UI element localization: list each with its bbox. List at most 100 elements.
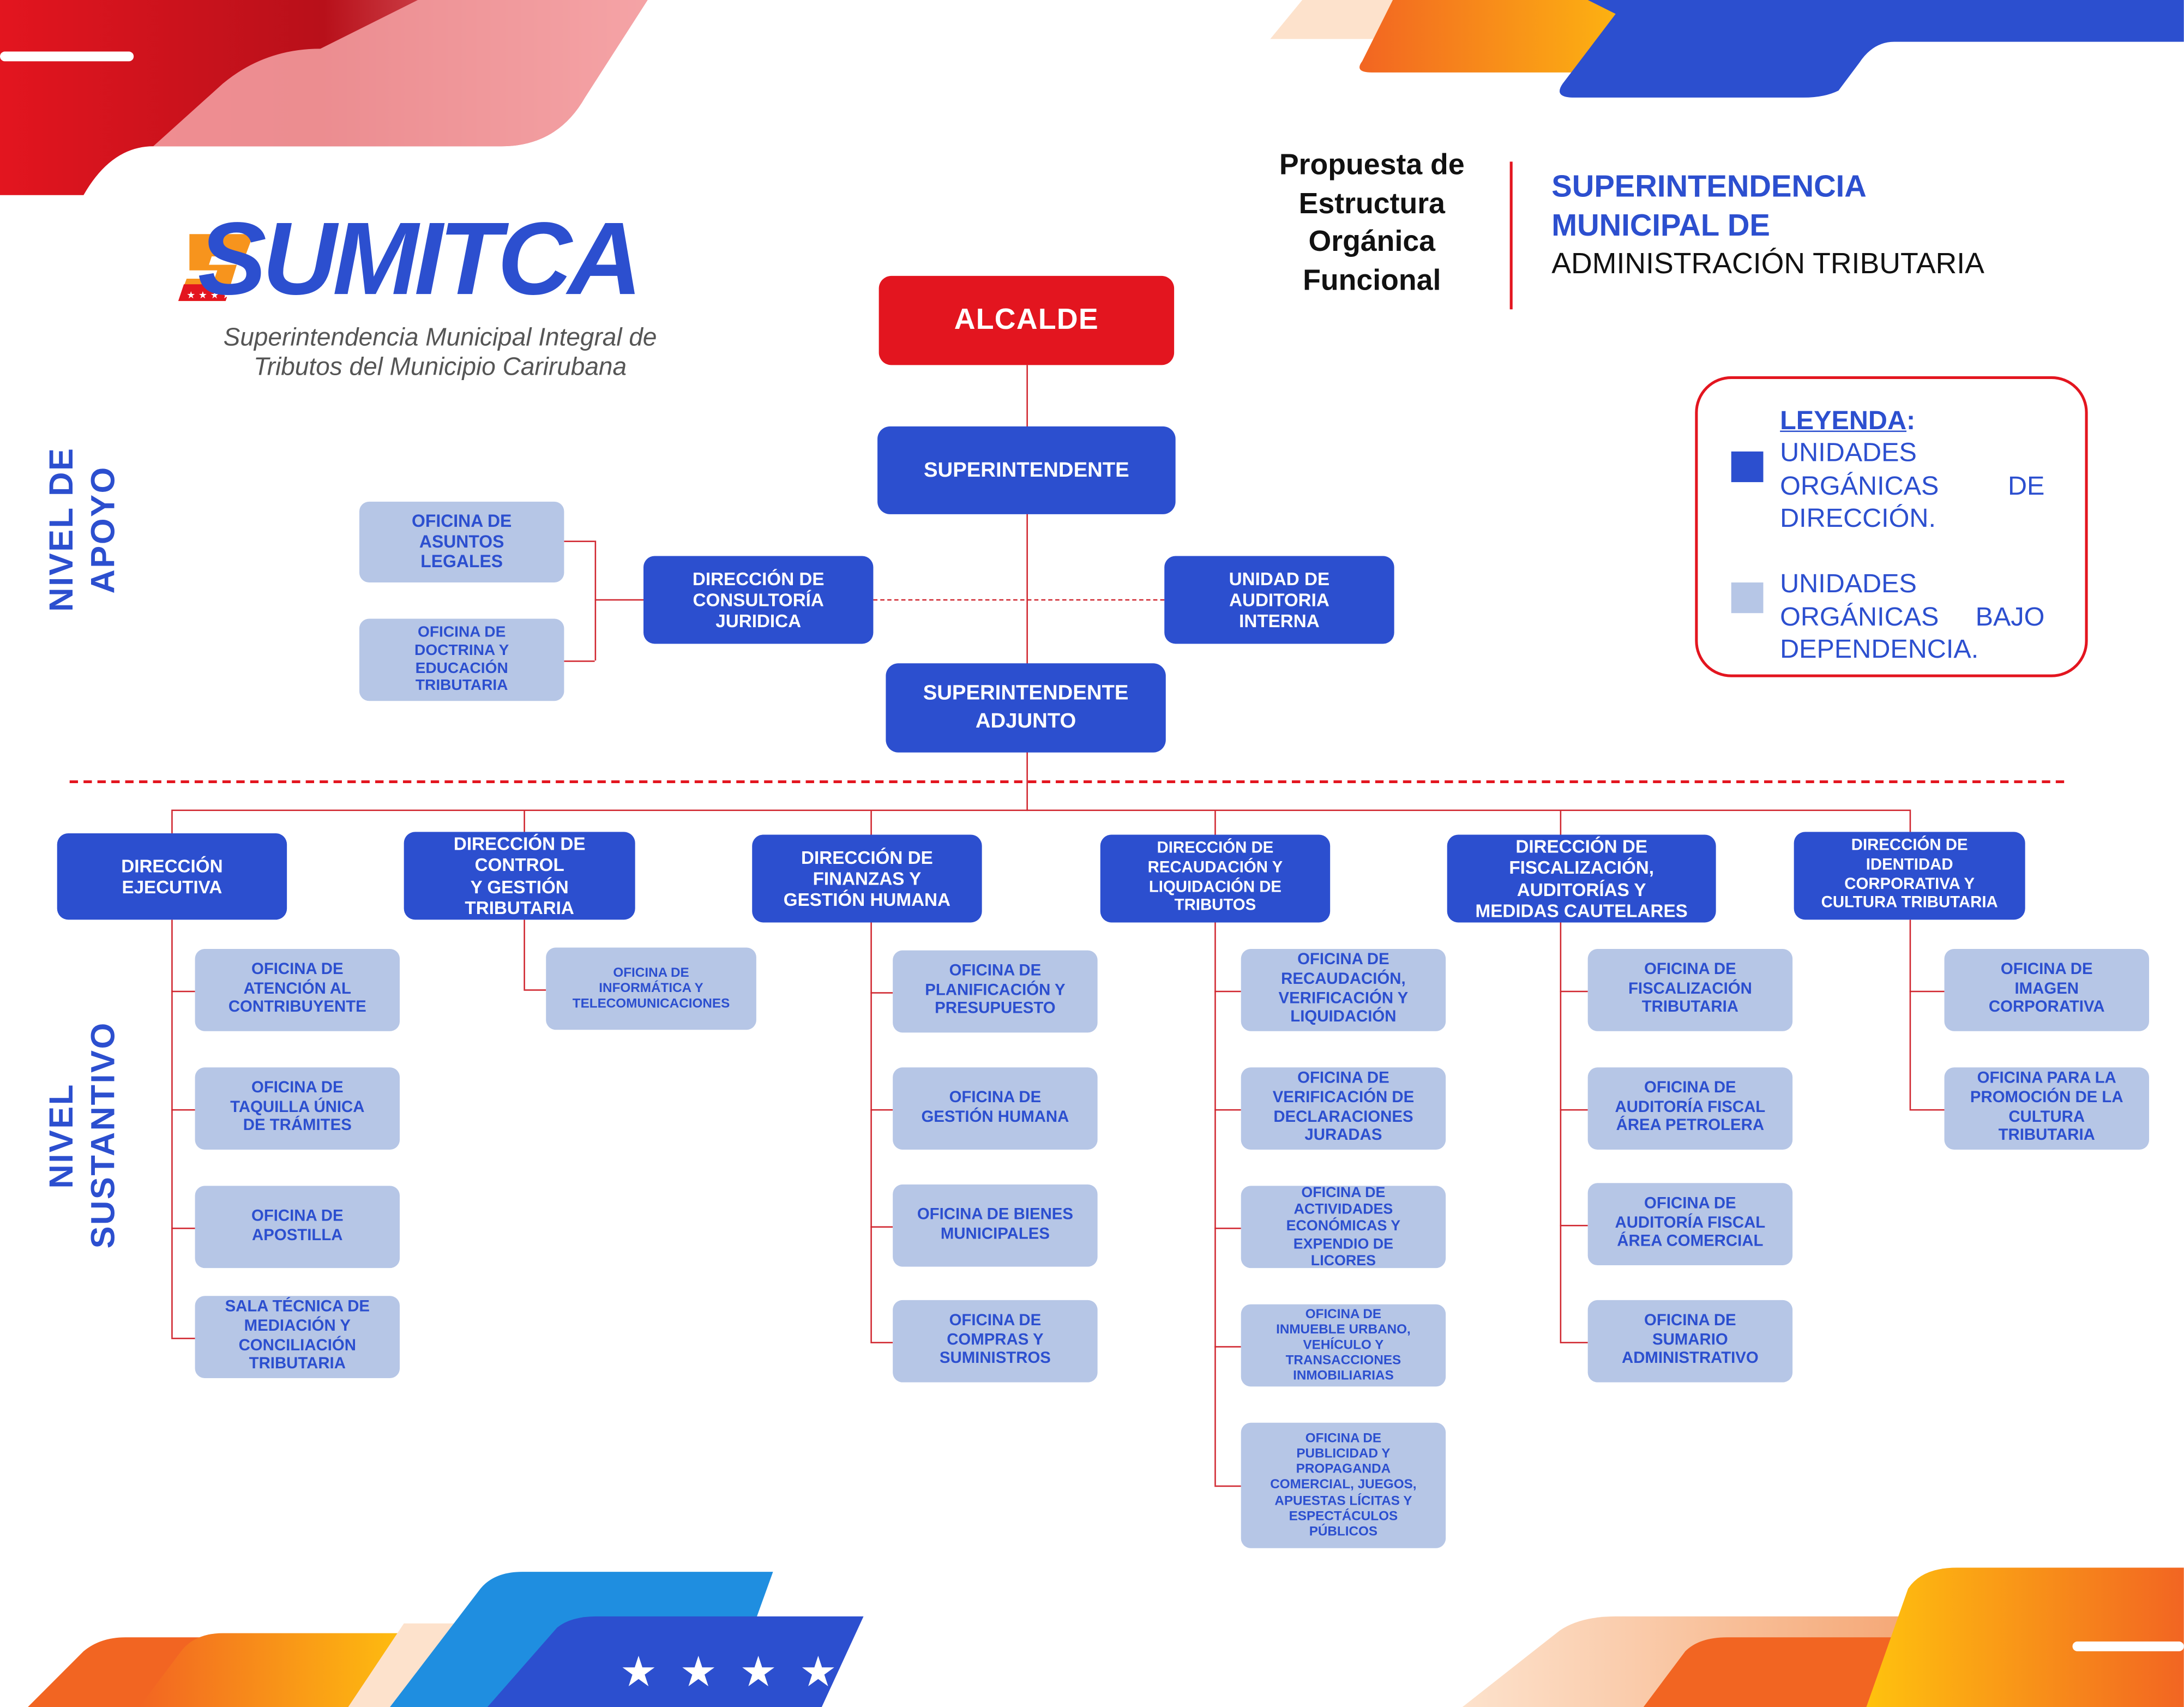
box-oficina: OFICINA DE APOSTILLA xyxy=(195,1186,400,1269)
connector-line xyxy=(1560,990,1588,991)
logo-wordmark: SUMITCA xyxy=(197,200,642,317)
box-oficina: OFICINA DE INFORMÁTICA Y TELECOMUNICACIO… xyxy=(546,947,756,1030)
connector-line xyxy=(1560,1108,1588,1110)
org-name-line3: ADMINISTRACIÓN TRIBUTARIA xyxy=(1551,248,1984,280)
box-oficina: OFICINA DE SUMARIO ADMINISTRATIVO xyxy=(1587,1300,1793,1383)
level-separator xyxy=(69,780,2065,783)
star-icon: ★ xyxy=(799,1648,837,1697)
box-direccion: DIRECCIÓN DE IDENTIDAD CORPORATIVA Y CUL… xyxy=(1794,832,2025,920)
box-oficina: OFICINA DE TAQUILLA ÚNICA DE TRÁMITES xyxy=(195,1067,400,1150)
box-oficina: OFICINA DE AUDITORÍA FISCAL ÁREA COMERCI… xyxy=(1587,1183,1793,1266)
logo-subtitle-1: Superintendencia Municipal Integral de xyxy=(223,323,657,351)
connector-line xyxy=(171,919,173,1337)
box-oficina: OFICINA DE ATENCIÓN AL CONTRIBUYENTE xyxy=(195,949,400,1031)
proposal-title: Propuesta de Estructura Orgánica Funcion… xyxy=(1279,149,1465,296)
box-superintendente-adjunto: SUPERINTENDENTE ADJUNTO xyxy=(886,663,1166,753)
connector-line xyxy=(1026,365,1028,812)
connector-line xyxy=(870,1225,893,1227)
connector-line xyxy=(524,811,525,832)
connector-line xyxy=(1214,1108,1241,1110)
level-label-sustantivo: NIVEL SUSTANTIVO xyxy=(43,1022,123,1249)
connector-line xyxy=(870,811,872,835)
connector-line xyxy=(1214,1345,1241,1347)
star-icon: ★ xyxy=(679,1648,717,1697)
box-oficina-legales: OFICINA DE ASUNTOS LEGALES xyxy=(359,501,564,583)
connector-line xyxy=(1560,1224,1588,1226)
logo: ★ ★ ★ ★ SUMITCA Superintendencia Municip… xyxy=(167,203,710,390)
legend-title-text: LEYENDA xyxy=(1780,407,1907,436)
legend-item-direction: UNIDADES ORGÁNICAS DE DIRECCIÓN. xyxy=(1780,438,2045,534)
box-alcalde: ALCALDE xyxy=(879,275,1175,365)
box-direccion: DIRECCIÓN EJECUTIVA xyxy=(57,833,287,920)
box-direccion: DIRECCIÓN DE CONTROL Y GESTIÓN TRIBUTARI… xyxy=(404,832,635,920)
banner-bottom-yellow xyxy=(139,1633,418,1707)
box-oficina: OFICINA DE BIENES MUNICIPALES xyxy=(893,1184,1098,1267)
legend: LEYENDA: UNIDADES ORGÁNICAS DE DIRECCIÓN… xyxy=(1695,376,2088,677)
banner-bottom-blue xyxy=(487,1616,864,1707)
box-oficina: OFICINA DE GESTIÓN HUMANA xyxy=(893,1067,1098,1150)
connector-line xyxy=(171,809,1911,812)
org-name-line1: SUPERINTENDENCIA xyxy=(1551,169,1867,204)
connector-line xyxy=(171,1337,195,1339)
banner-white-stripe xyxy=(0,51,134,62)
box-oficina: OFICINA DE INMUEBLE URBANO, VEHÍCULO Y T… xyxy=(1241,1304,1446,1387)
connector-line xyxy=(1214,1485,1241,1487)
box-oficina: OFICINA DE VERIFICACIÓN DE DECLARACIONES… xyxy=(1241,1067,1446,1150)
connector-line xyxy=(1909,990,1945,991)
logo-s-mark: ★ ★ ★ ★ xyxy=(178,234,254,301)
connector-line xyxy=(524,988,546,990)
connector-line xyxy=(870,1108,893,1110)
connector-line xyxy=(1214,990,1241,991)
box-oficina: OFICINA DE PUBLICIDAD Y PROPAGANDA COMER… xyxy=(1241,1422,1446,1548)
banner-blue-shape xyxy=(1560,0,2184,98)
connector-line xyxy=(564,540,595,542)
connector-line xyxy=(870,922,872,1342)
connector-line xyxy=(564,660,595,662)
box-direccion-consultoria: DIRECCIÓN DE CONSULTORÍA JURIDICA xyxy=(643,556,874,644)
banner-bottom-right-yellow xyxy=(1866,1567,2184,1707)
connector-line xyxy=(1560,1341,1588,1343)
box-oficina: OFICINA DE IMAGEN CORPORATIVA xyxy=(1944,949,2149,1031)
connector-line-dashed xyxy=(873,599,1165,601)
connector-line xyxy=(171,811,173,833)
connector-line xyxy=(524,919,525,989)
connector-line xyxy=(870,991,893,993)
legend-swatch-dark xyxy=(1731,451,1764,483)
org-name: SUPERINTENDENCIA MUNICIPAL DE ADMINISTRA… xyxy=(1551,167,2164,285)
banner-pink-shape xyxy=(153,0,648,147)
connector-line xyxy=(870,1341,893,1343)
header-divider xyxy=(1509,161,1513,310)
box-oficina: OFICINA DE AUDITORÍA FISCAL ÁREA PETROLE… xyxy=(1587,1067,1793,1150)
star-icon: ★ xyxy=(620,1648,658,1697)
connector-line xyxy=(1214,922,1216,1486)
box-oficina: OFICINA DE COMPRAS Y SUMINISTROS xyxy=(893,1300,1098,1383)
box-direccion: DIRECCIÓN DE FINANZAS Y GESTIÓN HUMANA xyxy=(752,834,982,923)
box-direccion: DIRECCIÓN DE FISCALIZACIÓN, AUDITORÍAS Y… xyxy=(1447,834,1716,923)
star-icon: ★ xyxy=(739,1648,777,1697)
box-oficina: OFICINA DE FISCALIZACIÓN TRIBUTARIA xyxy=(1587,949,1793,1031)
connector-line xyxy=(171,1227,195,1229)
connector-line xyxy=(1909,1108,1945,1110)
box-unidad-auditoria: UNIDAD DE AUDITORIA INTERNA xyxy=(1164,556,1394,644)
connector-line xyxy=(594,599,643,601)
legend-title-colon: : xyxy=(1906,407,1916,436)
connector-line xyxy=(1214,1227,1241,1229)
connector-line xyxy=(1560,811,1562,835)
svg-text:★ ★ ★ ★: ★ ★ ★ ★ xyxy=(186,290,231,301)
connector-line xyxy=(1560,922,1562,1342)
box-oficina: OFICINA DE ACTIVIDADES ECONÓMICAS Y EXPE… xyxy=(1241,1184,1446,1270)
logo-subtitle-2: Tributos del Municipio Carirubana xyxy=(254,352,627,381)
box-superintendente: SUPERINTENDENTE xyxy=(877,426,1176,514)
level-label-apoyo: NIVEL DE APOYO xyxy=(43,447,123,612)
connector-line xyxy=(1909,919,1911,1109)
connector-line xyxy=(171,990,195,991)
box-oficina: OFICINA DE PLANIFICACIÓN Y PRESUPUESTO xyxy=(893,950,1098,1033)
legend-swatch-light xyxy=(1731,582,1764,614)
connector-line xyxy=(1909,811,1911,832)
box-oficina: OFICINA DE RECAUDACIÓN, VERIFICACIÓN Y L… xyxy=(1241,949,1446,1031)
box-direccion: DIRECCIÓN DE RECAUDACIÓN Y LIQUIDACIÓN D… xyxy=(1100,834,1331,923)
box-oficina-doctrina: OFICINA DE DOCTRINA Y EDUCACIÓN TRIBUTAR… xyxy=(359,618,564,701)
connector-line xyxy=(1214,811,1216,835)
